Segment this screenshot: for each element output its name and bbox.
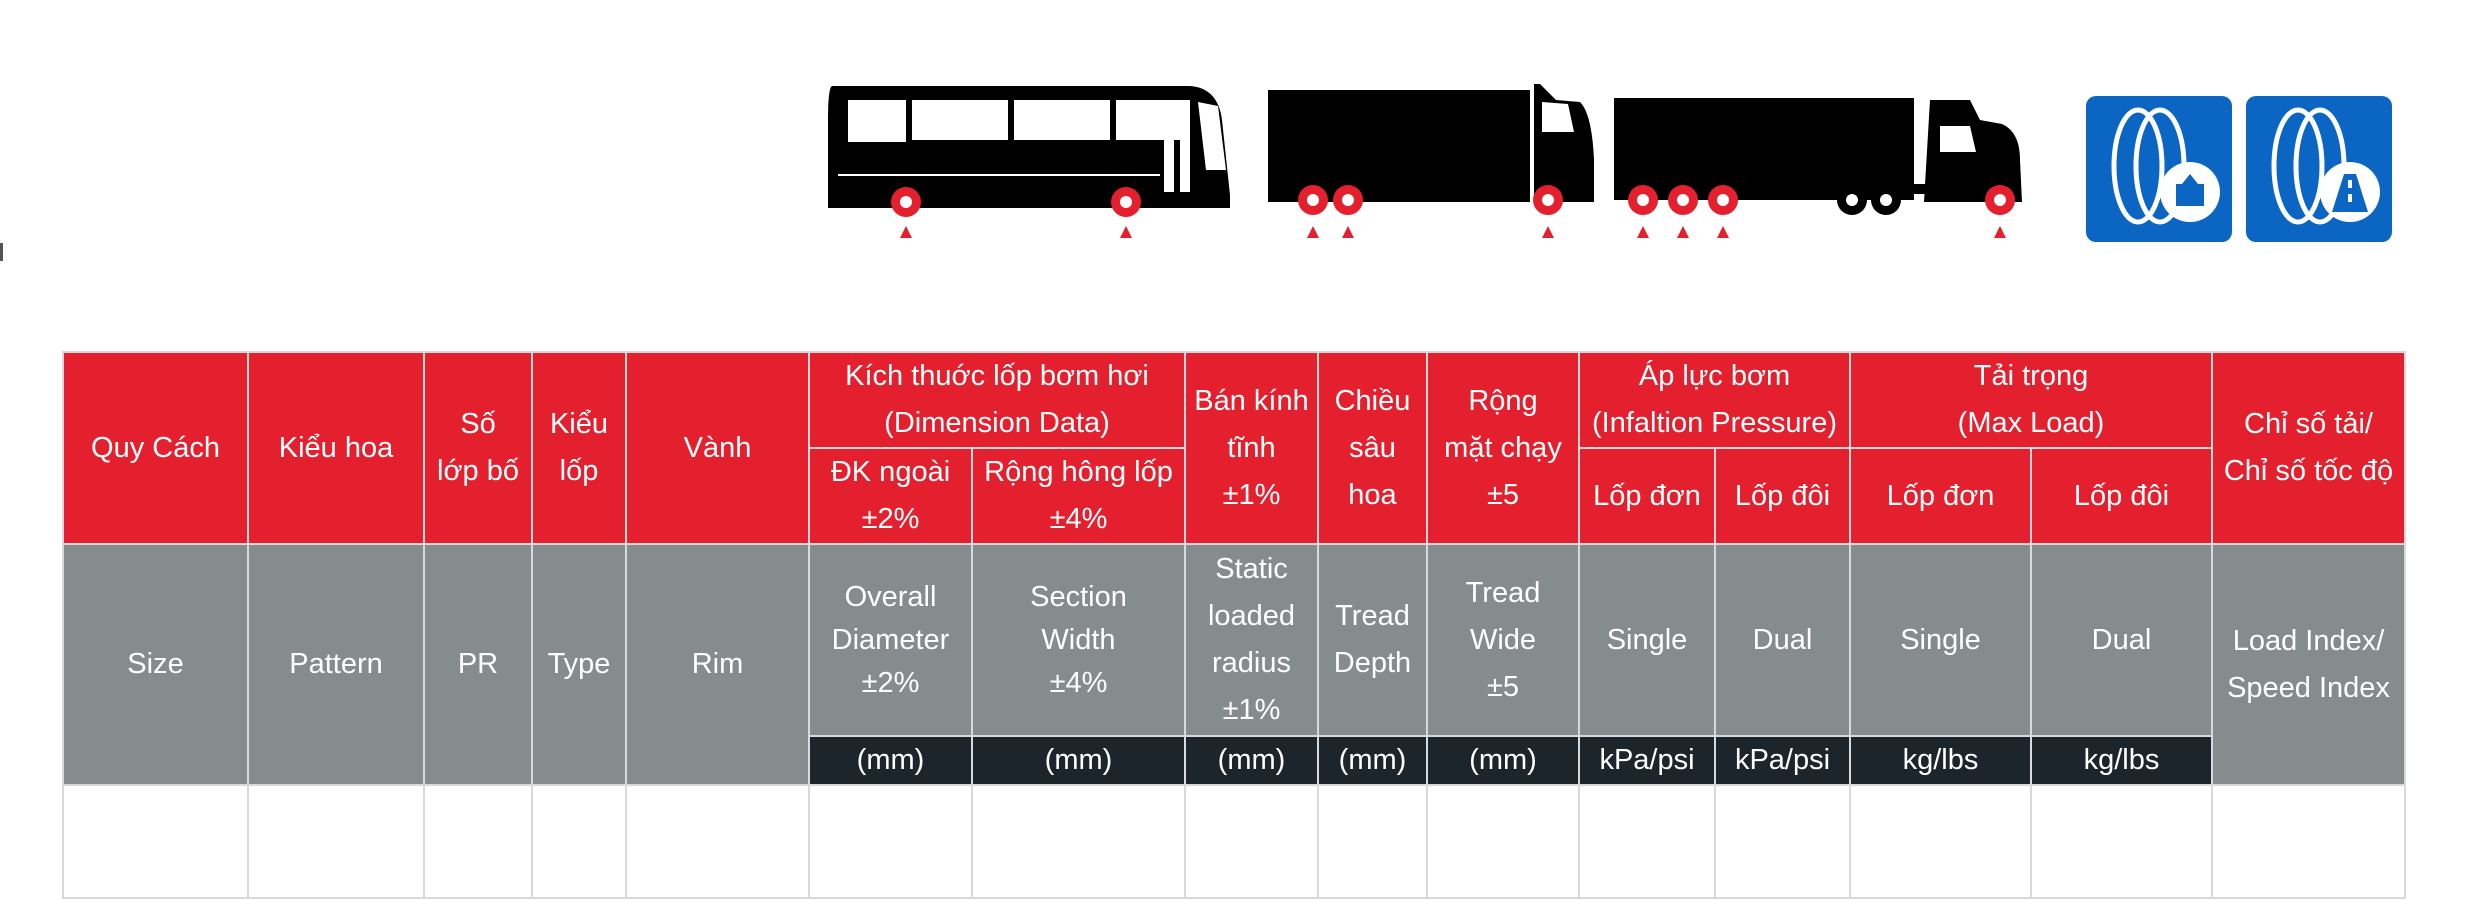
cell-pr: 18 (423, 784, 533, 899)
header-en-load-dual: Dual (2030, 543, 2213, 737)
header-en-size: Size (62, 543, 249, 786)
header-vi-pattern: Kiểu hoa (247, 351, 425, 545)
cell-type: TL (531, 784, 627, 899)
cell-pattern: D606 (247, 784, 425, 899)
header-en-rim: Rim (625, 543, 810, 786)
unit-sw: (mm) (971, 735, 1186, 786)
unit-load-single: kg/lbs (1849, 735, 2032, 786)
cell-size: 295/80R22.5 (62, 784, 249, 899)
cell-radius: 484 (1184, 784, 1319, 899)
header-vi-sw: Rộng hông lốp±4% (971, 447, 1186, 545)
header-vi-load-group: Tải trọng(Max Load) (1849, 351, 2213, 449)
header-en-pressure-single: Single (1578, 543, 1716, 737)
cell-pressure-dual: 850/123 (1714, 784, 1851, 899)
cell-od: 1055 (808, 784, 973, 899)
header-vi-pressure-single: Lốp đơn (1578, 447, 1716, 545)
header-vi-od: ĐK ngoài±2% (808, 447, 973, 545)
table-row: 295/80R22.5 D606 18 TL 9.00x22.5 1055 29… (62, 784, 2406, 899)
cell-tread-width: 250 (1426, 784, 1580, 899)
header-vi-rim: Vành (625, 351, 810, 545)
urban-road-tire-icon (2086, 96, 2232, 242)
application-icons (820, 80, 2400, 250)
highway-tire-icon (2246, 96, 2392, 242)
header-vi-size: Quy Cách (62, 351, 249, 545)
cell-depth: 17 (1317, 784, 1428, 899)
header-en-pr: PR (423, 543, 533, 786)
header-vi-pressure-group: Áp lực bơm(Infaltion Pressure) (1578, 351, 1851, 449)
cell-load-single: 3550/7830 (1849, 784, 2032, 899)
header-vi-load-single: Lốp đơn (1849, 447, 2032, 545)
header-vi-pressure-dual: Lốp đôi (1714, 447, 1851, 545)
bus-icon (828, 86, 1230, 238)
unit-pressure-single: kPa/psi (1578, 735, 1716, 786)
unit-od: (mm) (808, 735, 973, 786)
header-en-pattern: Pattern (247, 543, 425, 786)
header-en-pressure-dual: Dual (1714, 543, 1851, 737)
cell-pressure-single: 850/123 (1578, 784, 1716, 899)
unit-radius: (mm) (1184, 735, 1319, 786)
unit-depth: (mm) (1317, 735, 1428, 786)
edge-mark (0, 243, 3, 261)
header-vi-dimension-group: Kích thuớc lốp bơm hơi(Dimension Data) (808, 351, 1186, 449)
rigid-truck-icon (1268, 84, 1594, 238)
cell-sw: 297 (971, 784, 1186, 899)
tractor-trailer-icon (1614, 98, 2022, 238)
cell-load-dual: 3250/7160 (2030, 784, 2213, 899)
unit-pressure-dual: kPa/psi (1714, 735, 1851, 786)
unit-tread-width: (mm) (1426, 735, 1580, 786)
header-vi-index: Chỉ số tải/Chỉ số tốc độ (2211, 351, 2406, 545)
cell-index: 152/149/M (2211, 784, 2406, 899)
unit-load-dual: kg/lbs (2030, 735, 2213, 786)
header-en-type: Type (531, 543, 627, 786)
cell-rim: 9.00x22.5 (625, 784, 810, 899)
header-en-index: Load Index/Speed Index (2211, 543, 2406, 786)
header-vi-load-dual: Lốp đôi (2030, 447, 2213, 545)
header-en-load-single: Single (1849, 543, 2032, 737)
